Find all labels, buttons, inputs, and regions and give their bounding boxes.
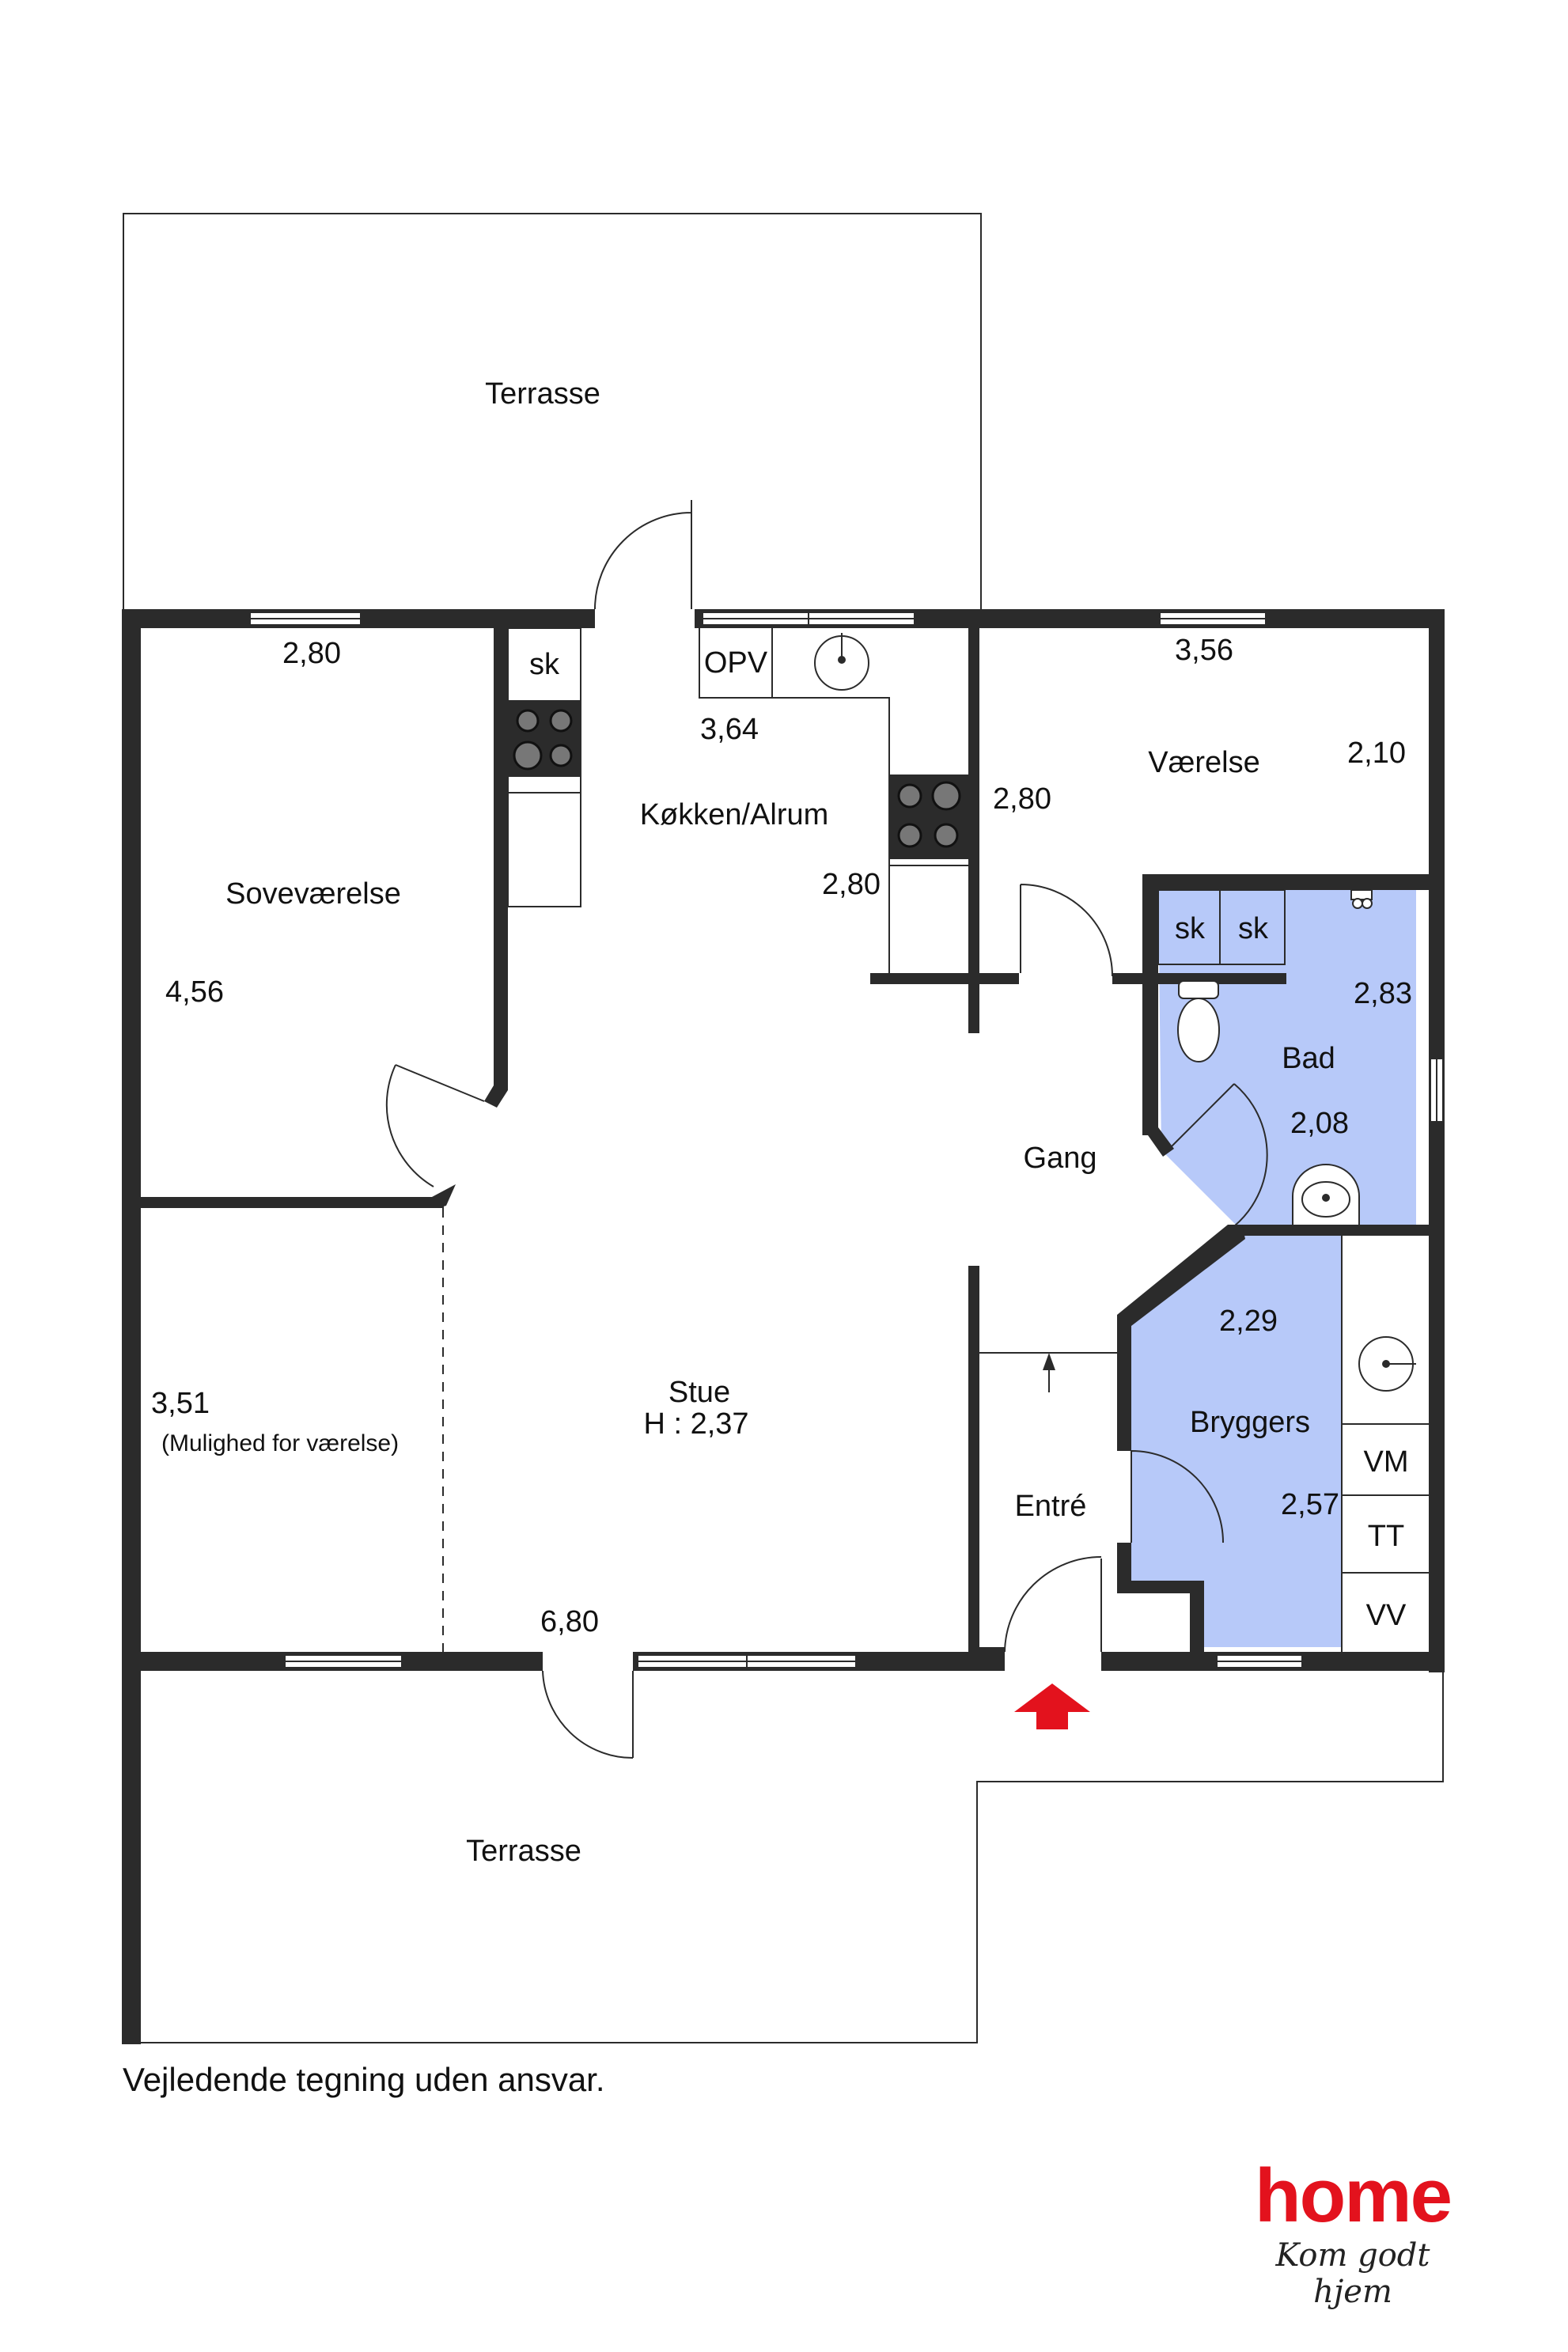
toilet-icon <box>1177 980 1220 1062</box>
dim-optional-room-length: 3,51 <box>151 1387 210 1420</box>
wall-bedroom-south <box>141 1197 444 1208</box>
label-entry: Entré <box>1015 1490 1087 1523</box>
dim-bath-width: 2,83 <box>1354 977 1412 1010</box>
label-terrace-top: Terrasse <box>485 377 600 411</box>
label-kitchen: Køkken/Alrum <box>640 798 829 831</box>
dim-kitchen-depth-1: 2,80 <box>993 782 1051 816</box>
stove-icon <box>889 775 968 859</box>
door-terrace-top <box>594 500 692 610</box>
wall-bath-diagonal <box>1142 1127 1174 1157</box>
windows <box>249 612 1444 1668</box>
fixture-labels: sk sk sk OPV VM TT VV <box>529 646 1409 1632</box>
label-dryer: TT <box>1368 1520 1404 1553</box>
kitchen-sink-icon <box>814 633 869 691</box>
brand-tagline: Kom godt hjem <box>1275 2237 1430 2310</box>
wall-entry-west <box>968 1266 979 1661</box>
label-washer: VM <box>1364 1445 1409 1479</box>
label-water-heater: VV <box>1366 1599 1407 1632</box>
door-bath <box>1167 1083 1268 1227</box>
door-front <box>1004 1556 1102 1653</box>
label-wardrobe-room-2: sk <box>1238 912 1269 945</box>
wall-bath-west <box>1142 874 1158 1135</box>
dim-living-width: 6,80 <box>540 1605 599 1638</box>
dim-utility-width: 2,29 <box>1219 1305 1278 1338</box>
label-room: Værelse <box>1148 746 1260 779</box>
window-optional-room <box>284 1654 403 1668</box>
label-living-height: H : 2,37 <box>643 1407 748 1441</box>
label-terrace-bottom: Terrasse <box>466 1835 581 1868</box>
disclaimer: Vejledende tegning uden ansvar. <box>123 2061 605 2098</box>
dim-bedroom-length: 4,56 <box>165 975 224 1009</box>
brand-logo[interactable]: home Kom godt hjem <box>1234 2153 1471 2311</box>
wall-bedroom-east <box>484 628 508 1108</box>
utility-fill <box>1131 1234 1342 1647</box>
label-bath: Bad <box>1282 1042 1335 1075</box>
dim-room-width: 3,56 <box>1175 634 1233 667</box>
window-kitchen <box>702 612 915 626</box>
doors <box>385 500 1268 1759</box>
label-utility: Bryggers <box>1190 1406 1310 1439</box>
wall-utility-step-down <box>1190 1581 1204 1660</box>
label-dishwasher: OPV <box>704 646 768 680</box>
dimension-labels: 2,80 4,56 3,64 2,80 2,80 3,56 2,10 2,83 … <box>151 634 1412 1638</box>
door-utility <box>1131 1450 1224 1543</box>
wall-outer-west <box>122 609 141 2044</box>
wall-kitchen-peninsula <box>870 973 1019 984</box>
dim-kitchen-depth-2: 2,80 <box>822 868 881 901</box>
wall-utility-west-low <box>1117 1543 1131 1592</box>
entrance-arrow-icon <box>1014 1684 1090 1729</box>
brand-name: home <box>1254 2153 1452 2238</box>
label-wardrobe-room-1: sk <box>1175 912 1206 945</box>
wall-entry-front-left <box>968 1647 1005 1660</box>
wall-kitchen-east <box>968 628 979 1033</box>
window-bedroom <box>249 612 362 626</box>
label-wardrobe-kitchen: sk <box>529 648 560 681</box>
room-labels: Terrasse Terrasse Soveværelse Køkken/Alr… <box>161 377 1335 1868</box>
wall-bedroom-south-jog <box>432 1184 456 1208</box>
wall-utility-step <box>1117 1581 1204 1593</box>
dim-utility-depth: 2,57 <box>1281 1488 1339 1521</box>
window-bath <box>1430 1058 1444 1123</box>
entry-pointer <box>1043 1353 1055 1392</box>
stove-icon <box>508 701 581 777</box>
terrace-top-outline <box>123 213 982 619</box>
door-bedroom <box>385 1064 485 1187</box>
window-living <box>637 1654 857 1668</box>
bath-sink-icon <box>1292 1164 1360 1225</box>
door-terrace-bottom <box>542 1670 634 1759</box>
dim-bath-depth: 2,08 <box>1290 1107 1349 1140</box>
dim-room-depth: 2,10 <box>1347 737 1406 770</box>
stoves <box>508 701 968 859</box>
wall-utility-diagonal <box>1117 1225 1245 1326</box>
label-bedroom: Soveværelse <box>225 877 401 911</box>
dim-bedroom-width: 2,80 <box>282 637 341 670</box>
wardrobe-box-2 <box>1219 889 1286 965</box>
sanitary <box>814 633 1416 1392</box>
wall-bath-south <box>1237 1225 1445 1236</box>
window-room <box>1159 612 1267 626</box>
door-room <box>1020 884 1113 977</box>
wall-utility-west <box>1117 1315 1131 1451</box>
label-living: Stue <box>668 1376 730 1409</box>
label-hall: Gang <box>1024 1142 1097 1175</box>
label-optional-room: (Mulighed for værelse) <box>161 1430 399 1456</box>
shower-fixture-icon <box>1350 889 1373 909</box>
window-utility <box>1216 1654 1303 1668</box>
dim-kitchen-width: 3,64 <box>700 713 759 746</box>
utility-sink-icon <box>1358 1336 1416 1392</box>
wall-outer-east <box>1429 609 1445 1672</box>
wall-room-bath-divider <box>1142 874 1445 890</box>
terrace-bottom-outline <box>138 1668 1444 2043</box>
